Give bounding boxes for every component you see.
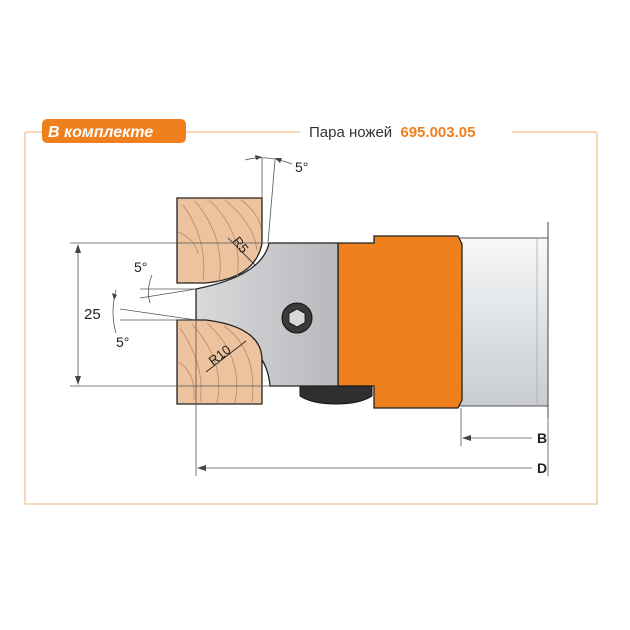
height-arrow-bottom xyxy=(75,376,81,385)
top-angle-label: 5° xyxy=(295,159,308,175)
kit-badge-label: В комплекте xyxy=(48,124,153,141)
radius-small-leader xyxy=(227,237,256,266)
knife-pair-code: 695.003.05 xyxy=(400,124,475,141)
left-angle-lower-arc xyxy=(112,289,117,334)
top-angle-arc xyxy=(244,157,293,165)
frame-border xyxy=(24,131,598,505)
top-angle-arrow-right xyxy=(275,158,282,163)
wood-grain-lower xyxy=(177,322,254,405)
top-angle-arrow-left xyxy=(255,155,262,160)
left-angle-ref-upper-slant xyxy=(139,288,197,299)
d-label: D xyxy=(537,460,547,476)
knife-pair-title: Пара ножей 695.003.05 xyxy=(309,124,475,141)
spindle-shaft xyxy=(457,237,549,407)
height-arrow-top xyxy=(75,244,81,253)
top-angle-ref-slanted xyxy=(267,159,276,244)
left-angle-upper-arc xyxy=(148,274,153,304)
radius-large-leader xyxy=(205,340,247,373)
wood-grain-upper xyxy=(177,199,262,283)
kit-badge xyxy=(42,119,186,143)
d-arrow xyxy=(197,465,206,471)
left-angle-upper-label: 5° xyxy=(134,259,147,275)
hex-socket-icon xyxy=(288,308,306,328)
counterweight xyxy=(299,385,373,405)
knife-pair-prefix: Пара ножей xyxy=(309,124,392,141)
left-angle-ref-lower-slant xyxy=(119,308,197,321)
cutter-body xyxy=(337,235,463,409)
left-angle-lower-label: 5° xyxy=(116,334,129,350)
height-label: 25 xyxy=(84,306,101,323)
b-label: B xyxy=(537,430,547,446)
left-angle-lower-arrow xyxy=(112,293,117,300)
b-arrow xyxy=(462,435,471,441)
